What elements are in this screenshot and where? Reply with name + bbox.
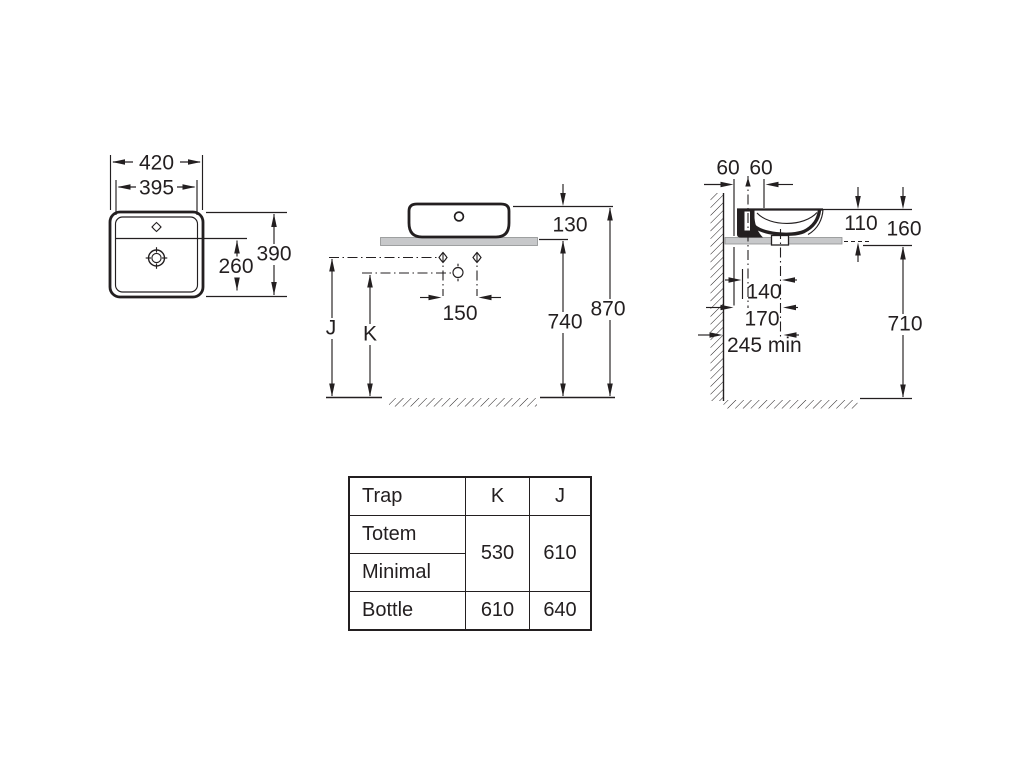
floor-front — [326, 396, 615, 407]
drain-marker — [145, 247, 168, 269]
inner-width-label: 395 — [139, 177, 174, 200]
dim-wall-offsets: 60 60 — [704, 157, 793, 188]
header-k: K — [465, 476, 530, 516]
dim-trap-k: K — [361, 274, 379, 397]
dim-outlet-offset-min: 245 min — [698, 332, 802, 357]
dim-overall-depth: 390 — [253, 214, 295, 295]
trap-j-label: J — [326, 317, 337, 340]
total-basin-depth-label: 160 — [886, 218, 921, 241]
total-height-label: 870 — [590, 298, 625, 321]
outlet-offset-b-label: 170 — [744, 308, 779, 331]
value-totem-minimal-k: 530 — [465, 515, 530, 592]
basin-outer-edge — [108, 210, 205, 299]
overall-depth-label: 390 — [256, 243, 291, 266]
supply-marker-right — [472, 251, 482, 264]
value-totem-minimal-j: 610 — [529, 515, 592, 592]
front-view: 150 130 740 — [323, 184, 629, 407]
table-row-totem: Totem 530 610 — [348, 515, 592, 592]
value-bottle-j: 640 — [529, 591, 592, 631]
outlet-offset-min-label: 245 min — [727, 334, 802, 357]
dim-counter-underside-height: 710 — [884, 246, 926, 398]
row-label-bottle: Bottle — [348, 591, 466, 631]
floor-hatch-front — [389, 398, 537, 407]
rim-above-counter-side-label: 110 — [844, 212, 877, 235]
basin-section — [737, 208, 824, 246]
dim-inner-width: 395 — [117, 177, 196, 200]
outlet-offset-a-label: 140 — [746, 281, 781, 304]
tap-hole-marker — [151, 221, 162, 233]
dim-outlet-offset-b: 170 — [706, 304, 798, 331]
dim-rim-above-counter: 130 — [552, 184, 588, 237]
bowl-depth-label: 260 — [218, 255, 253, 278]
overall-width-label: 420 — [139, 152, 174, 175]
counter-height-label: 740 — [547, 311, 582, 334]
trap-k-label: K — [363, 323, 377, 346]
dim-counter-height: 740 — [544, 240, 586, 397]
dim-total-height: 870 — [587, 207, 629, 397]
table-row-minimal: Minimal — [348, 553, 591, 592]
table-header-row: Trap K J — [348, 476, 592, 516]
dim-overall-width: 420 — [112, 152, 201, 175]
dim-total-basin-depth: 160 — [886, 187, 922, 241]
header-j: J — [529, 476, 592, 516]
floor-hatch-side — [723, 400, 858, 409]
wall-hatch — [710, 193, 724, 401]
dim-outlet-offset-a: 140 — [725, 277, 797, 304]
side-extension-lines — [733, 179, 912, 400]
counter-underside-height-label: 710 — [887, 313, 922, 336]
wall-offset-a-label: 60 — [716, 157, 739, 180]
value-bottle-k: 610 — [465, 591, 530, 631]
waste-marker — [452, 263, 464, 282]
trap-dimensions-table: Trap K J Totem 530 610 Minimal Bottle 61… — [348, 476, 592, 631]
top-view: 420 395 390 260 — [108, 152, 295, 299]
front-extension-lines — [513, 205, 613, 241]
side-view: 60 60 110 160 710 — [698, 157, 926, 409]
dim-outlet-spacing: 150 — [420, 294, 501, 325]
tap-hole-front — [453, 211, 465, 222]
row-label-totem: Totem — [348, 515, 466, 554]
dim-rim-above-counter-side: 110 — [844, 187, 878, 262]
wall-offset-b-label: 60 — [749, 157, 772, 180]
dim-bowl-depth: 260 — [215, 240, 257, 291]
rim-above-counter-label: 130 — [552, 214, 587, 237]
countertop-front — [380, 237, 538, 246]
tap-centerline-arrow — [745, 177, 751, 187]
row-label-minimal: Minimal — [348, 553, 466, 592]
top-view-extension-lines — [109, 155, 287, 298]
header-trap: Trap — [348, 476, 466, 516]
dim-trap-j: J — [323, 258, 340, 397]
table-row-bottle: Bottle 610 640 — [348, 591, 592, 631]
supply-marker-left — [438, 251, 448, 264]
basin-inner-edge — [114, 216, 199, 293]
outlet-spacing-label: 150 — [442, 302, 477, 325]
front-centerlines — [329, 252, 478, 296]
